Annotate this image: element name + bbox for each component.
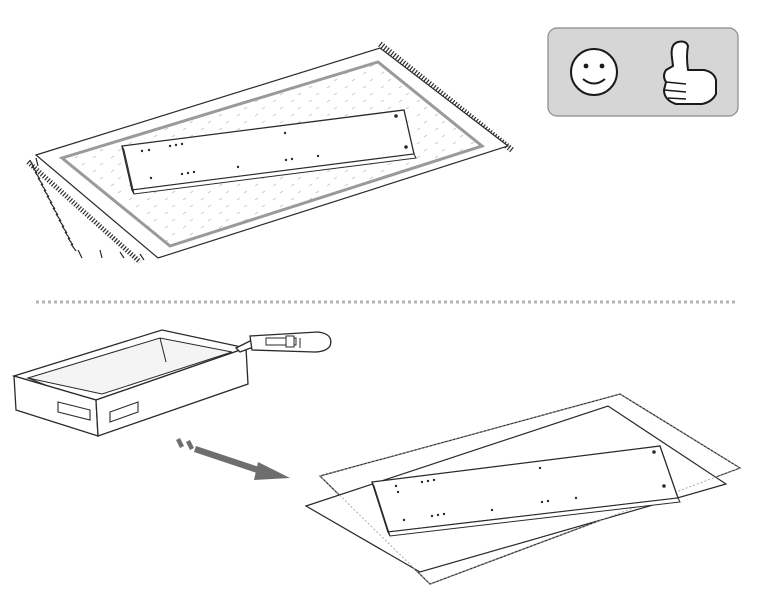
step-1-panel-on-rug — [26, 41, 514, 264]
utility-knife-icon — [234, 331, 332, 353]
approval-badge — [547, 27, 739, 117]
dashed-arrow-icon — [176, 438, 290, 480]
wood-panel-on-rug — [121, 109, 417, 195]
wood-panel-on-sheets — [371, 445, 681, 537]
thumbs-up-icon — [663, 40, 717, 105]
rug-fringe-left — [26, 157, 145, 264]
smiley-face-icon — [570, 48, 618, 96]
step-2-open-box — [11, 329, 249, 437]
